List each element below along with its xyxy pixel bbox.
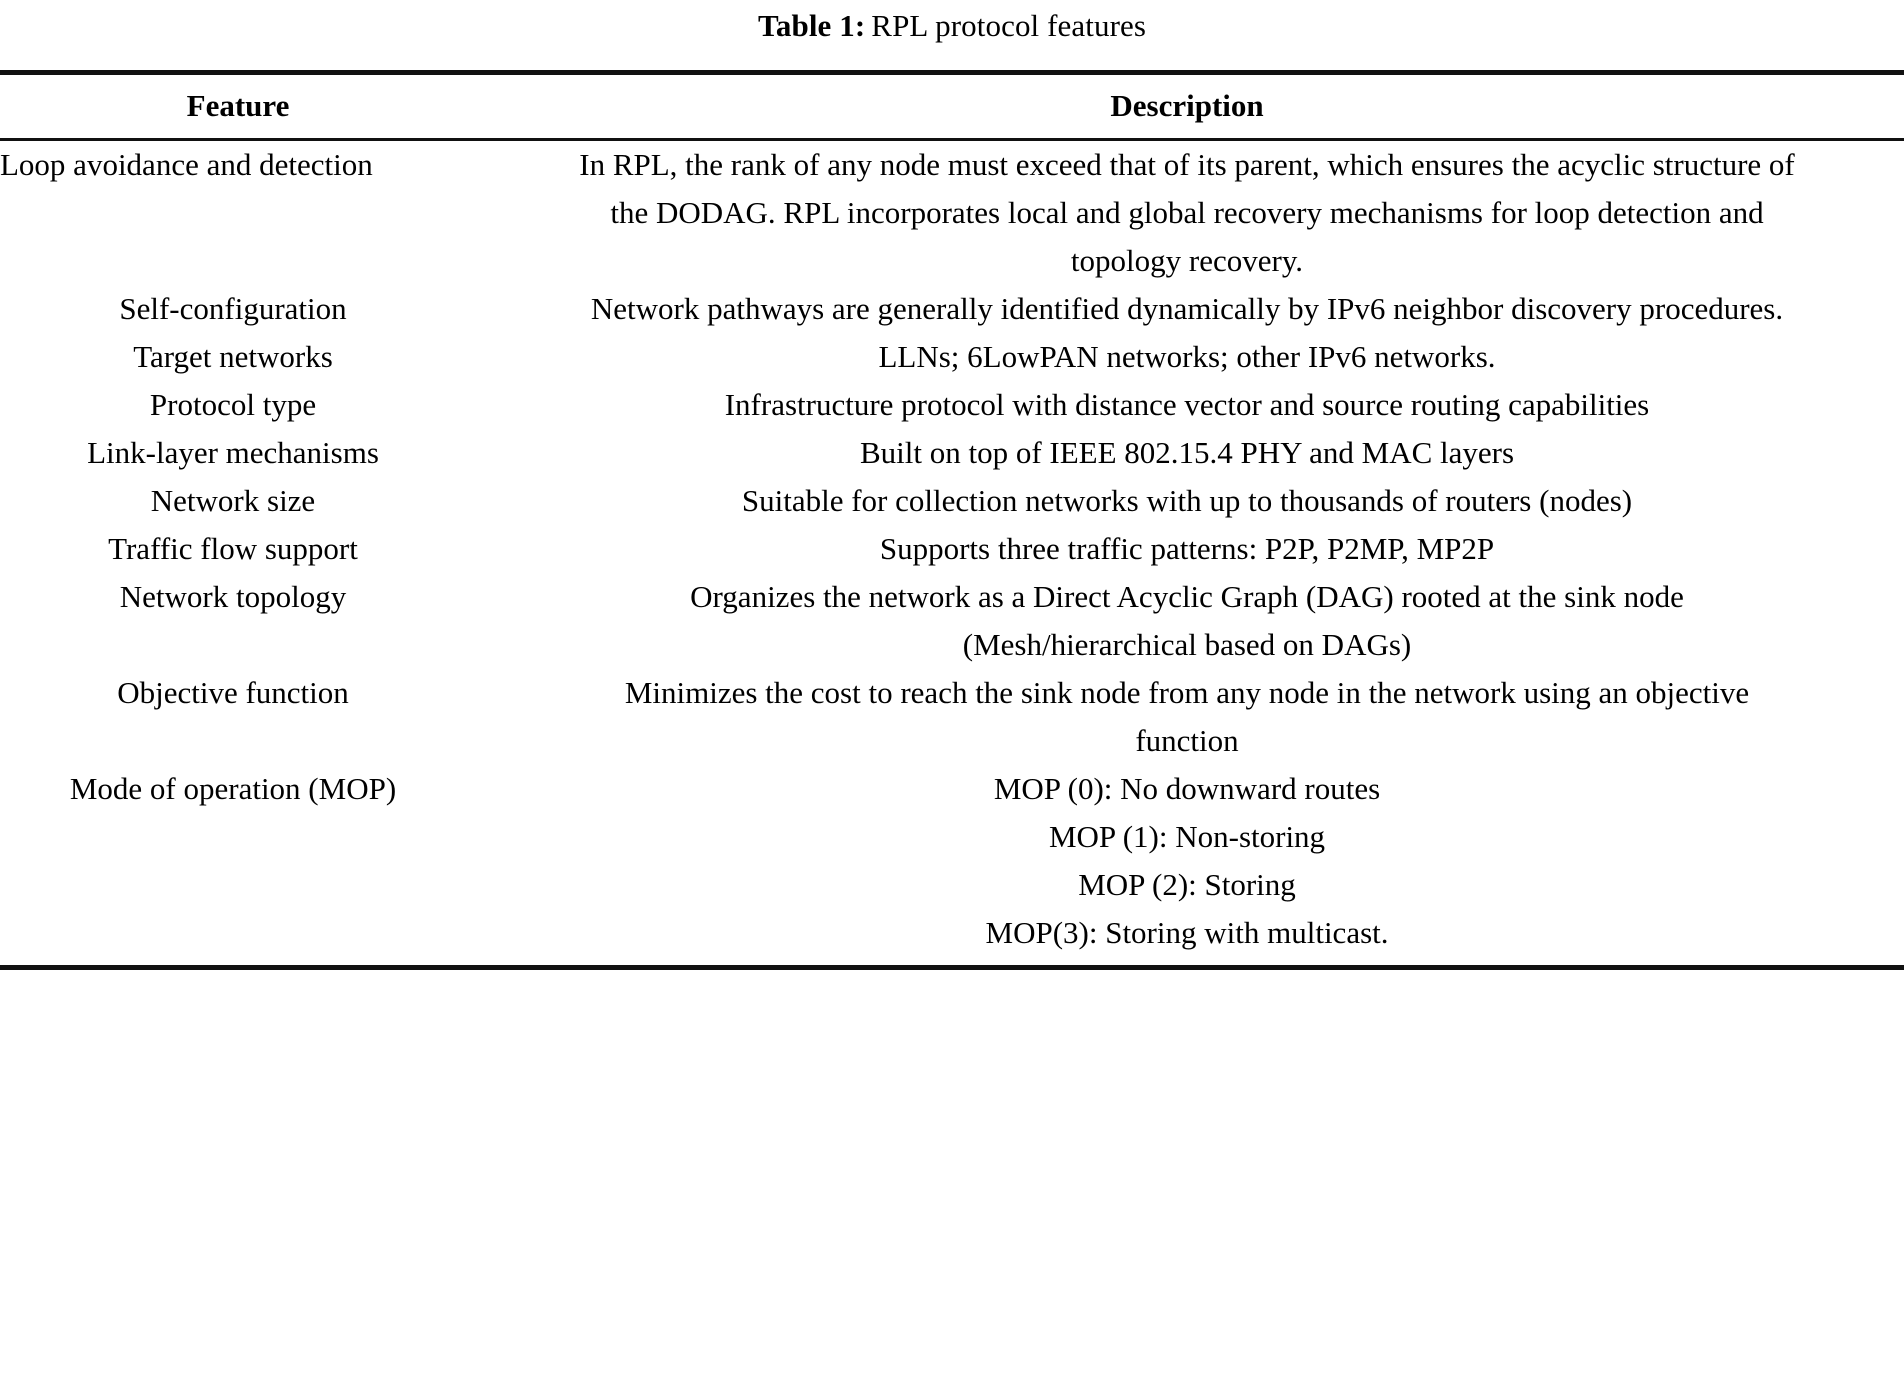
table-caption: Table 1:RPL protocol features — [0, 0, 1904, 46]
feature-cell: Loop avoidance and detection — [0, 147, 373, 182]
column-header-description: Description — [1110, 88, 1264, 123]
description-cell: LLNs; 6LowPAN networks; other IPv6 netwo… — [878, 339, 1496, 374]
description-cell: Supports three traffic patterns: P2P, P2… — [879, 531, 1495, 566]
description-cell: Suitable for collection networks with up… — [741, 483, 1633, 518]
table-row: Traffic flow support Supports three traf… — [0, 525, 1904, 573]
feature-cell: Traffic flow support — [108, 531, 358, 566]
description-cell: Infrastructure protocol with distance ve… — [724, 387, 1650, 422]
feature-cell: Network size — [150, 483, 316, 518]
table-top-rule — [0, 70, 1904, 75]
table-row: Mode of operation (MOP) MOP (0): No down… — [0, 765, 1904, 957]
rpl-features-table: Feature Description — [0, 75, 1904, 138]
feature-cell: Mode of operation (MOP) — [69, 771, 397, 806]
feature-cell: Target networks — [133, 339, 333, 374]
table-bottom-rule — [0, 965, 1904, 970]
description-cell: Minimizes the cost to reach the sink nod… — [624, 675, 1750, 758]
table-row: Link-layer mechanisms Built on top of IE… — [0, 429, 1904, 477]
description-cell: Built on top of IEEE 802.15.4 PHY and MA… — [859, 435, 1515, 470]
description-cell: Network pathways are generally identifie… — [590, 291, 1784, 326]
table-body: Loop avoidance and detection In RPL, the… — [0, 141, 1904, 957]
description-cell: In RPL, the rank of any node must exceed… — [579, 147, 1795, 278]
description-cell: Organizes the network as a Direct Acycli… — [690, 579, 1684, 662]
header-row: Feature Description — [0, 75, 1904, 138]
caption-label: Table 1: — [757, 8, 866, 43]
table-row: Objective function Minimizes the cost to… — [0, 669, 1904, 765]
feature-cell: Protocol type — [149, 387, 317, 422]
table-header: Feature Description — [0, 75, 1904, 138]
header-separator-rule — [0, 138, 1904, 141]
caption-text: RPL protocol features — [871, 8, 1147, 43]
column-header-feature: Feature — [186, 88, 290, 123]
feature-cell: Objective function — [117, 675, 349, 710]
rpl-features-body-table: Loop avoidance and detection In RPL, the… — [0, 141, 1904, 957]
mop-line: MOP (0): No downward routes — [993, 771, 1381, 806]
feature-cell: Self-configuration — [119, 291, 347, 326]
feature-cell: Network topology — [119, 579, 347, 614]
table-row: Loop avoidance and detection In RPL, the… — [0, 141, 1904, 285]
table-row: Target networks LLNs; 6LowPAN networks; … — [0, 333, 1904, 381]
table-row: Network size Suitable for collection net… — [0, 477, 1904, 525]
table-row: Protocol type Infrastructure protocol wi… — [0, 381, 1904, 429]
mop-line: MOP(3): Storing with multicast. — [985, 915, 1389, 950]
table-row: Self-configuration Network pathways are … — [0, 285, 1904, 333]
feature-cell: Link-layer mechanisms — [87, 435, 379, 470]
table-row: Network topology Organizes the network a… — [0, 573, 1904, 669]
description-cell-mop-list: MOP (0): No downward routes MOP (1): Non… — [470, 765, 1904, 957]
mop-line: MOP (2): Storing — [1078, 867, 1296, 902]
mop-line: MOP (1): Non-storing — [1048, 819, 1326, 854]
